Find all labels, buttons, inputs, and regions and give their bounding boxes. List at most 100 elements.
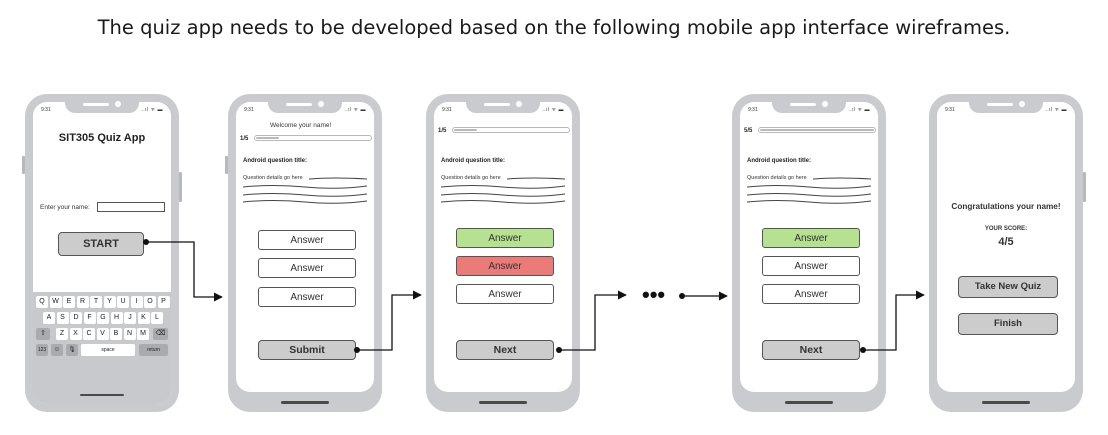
phone-notch [969,97,1043,113]
keyboard: Q W E R T Y U I O P A S D F G H J K L [33,292,171,404]
answer-option-1[interactable]: Answer [258,230,356,250]
status-time: 9:31 [244,107,254,113]
phone-login: 9:31 ..ıl ᯤ ▬ SIT305 Quiz App Enter your… [22,94,182,412]
key-x[interactable]: X [69,328,82,340]
arrow-start-to-question [143,239,223,302]
key-m[interactable]: M [137,328,149,340]
key-s[interactable]: S [56,312,69,324]
progress-fill [454,129,477,131]
answer-option-1[interactable]: Answer [456,228,554,248]
phone-home-bar [982,401,1030,404]
microphone-icon[interactable]: 🎙 [66,344,78,356]
next-button[interactable]: Next [762,340,860,360]
numbers-key[interactable]: 123 [36,344,48,356]
key-l[interactable]: L [151,312,163,324]
progress-bar [758,127,876,133]
phone-last-question: 9:31 ..ıl ᯤ ▬ 5/5 Android question title… [732,94,886,412]
shift-key[interactable]: ⇧ [36,328,50,340]
status-icons: ..ıl ᯤ ▬ [1045,107,1067,113]
keyboard-home-bar [80,394,124,396]
next-button[interactable]: Next [456,340,554,360]
last-question-screen: 9:31 ..ıl ᯤ ▬ 5/5 Android question title… [740,102,878,392]
phone-feedback: 9:31 ..ıl ᯤ ▬ 1/5 Android question title… [426,94,580,412]
progress-label: 1/5 [240,136,249,142]
phone-home-bar [479,401,527,404]
key-c[interactable]: C [83,328,95,340]
key-o[interactable]: O [144,296,156,308]
answer-option-2[interactable]: Answer [456,256,554,276]
space-key[interactable]: space [81,344,135,356]
question-details: Question details go here [747,175,807,181]
welcome-text: Welcome your name! [270,122,332,129]
arrow-next-to-results [860,290,925,353]
arrow-submit-to-feedback [354,290,422,353]
name-label: Enter your name: [40,204,90,211]
keyboard-row-2: A S D F G H J K L [33,312,171,326]
question-screen: 9:31 ..ıl ᯤ ▬ Welcome your name! 1/5 And… [236,102,374,392]
phone-notch [772,97,846,113]
status-icons: ..ıl ᯤ ▬ [344,107,366,113]
key-n[interactable]: N [123,328,136,340]
emoji-icon[interactable]: ☺ [51,344,63,356]
status-time: 9:31 [945,107,955,113]
feedback-screen: 9:31 ..ıl ᯤ ▬ 1/5 Android question title… [434,102,572,392]
key-j[interactable]: J [124,312,136,324]
phone-results: 9:31 ..ıl ᯤ ▬ Congratulations your name!… [929,94,1086,412]
answer-option-3[interactable]: Answer [258,287,356,307]
key-v[interactable]: V [96,328,109,340]
key-w[interactable]: W [49,296,62,308]
key-f[interactable]: F [83,312,96,324]
key-a[interactable]: A [43,312,55,324]
status-time: 9:31 [41,107,51,113]
status-time: 9:31 [748,107,758,113]
question-title: Android question title: [747,158,811,164]
question-title: Android question title: [441,158,505,164]
keyboard-row-1: Q W E R T Y U I O P [33,296,171,310]
key-d[interactable]: D [70,312,82,324]
key-i[interactable]: I [130,296,143,308]
phone-home-bar [281,401,329,404]
app-title: SIT305 Quiz App [58,132,146,144]
take-new-quiz-button[interactable]: Take New Quiz [958,276,1058,298]
question-details: Question details go here [243,175,303,181]
name-input[interactable] [97,202,165,212]
key-e[interactable]: E [63,296,75,308]
backspace-key[interactable]: ⌫ [153,328,168,340]
key-g[interactable]: G [97,312,109,324]
key-k[interactable]: K [137,312,150,324]
key-h[interactable]: H [110,312,123,324]
page-heading: The quiz app needs to be developed based… [97,16,1011,39]
progress-bar [254,135,372,141]
status-icons: ..ıl ᯤ ▬ [542,107,564,113]
progress-bar [452,127,570,133]
answer-option-2[interactable]: Answer [762,256,860,276]
status-icons: ..ıl ᯤ ▬ [141,107,163,113]
results-screen: 9:31 ..ıl ᯤ ▬ Congratulations your name!… [937,102,1075,392]
start-button[interactable]: START [58,232,144,256]
key-u[interactable]: U [117,296,129,308]
progress-label: 5/5 [744,128,753,134]
question-text-lines [243,177,367,204]
ellipsis-dots: ••• [642,282,665,307]
status-icons: ..ıl ᯤ ▬ [848,107,870,113]
key-p[interactable]: P [157,296,170,308]
key-q[interactable]: Q [36,296,48,308]
answer-option-1[interactable]: Answer [762,228,860,248]
arrow-next-to-ellipsis [556,290,627,353]
answer-option-3[interactable]: Answer [456,284,554,304]
submit-button[interactable]: Submit [258,340,356,360]
question-text-lines [747,177,871,204]
return-key[interactable]: return [139,344,168,356]
progress-fill [256,137,279,139]
congratulations-text: Congratulations your name! [951,202,1061,211]
key-y[interactable]: Y [103,296,116,308]
key-b[interactable]: B [110,328,122,340]
key-r[interactable]: R [76,296,89,308]
finish-button[interactable]: Finish [958,313,1058,335]
key-t[interactable]: T [90,296,102,308]
question-details: Question details go here [441,175,501,181]
key-z[interactable]: Z [56,328,68,340]
answer-option-2[interactable]: Answer [258,258,356,278]
answer-option-3[interactable]: Answer [762,284,860,304]
